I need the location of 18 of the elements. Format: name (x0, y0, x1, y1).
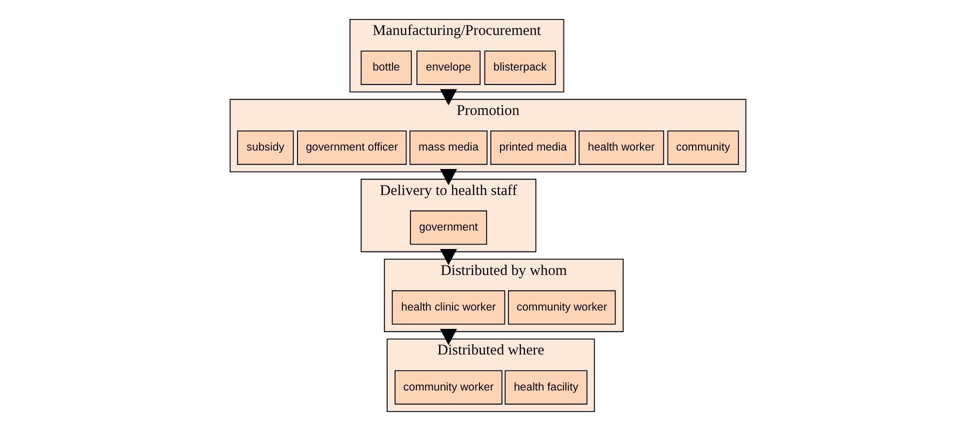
arrow (440, 328, 458, 346)
node-box: printed media (490, 130, 576, 165)
node-box: bottle (360, 50, 412, 85)
node-box: community worker (508, 290, 616, 325)
node-box: government officer (297, 130, 407, 165)
node-box: mass media (409, 130, 488, 165)
node-box: community worker (394, 370, 502, 405)
node-box: community (667, 130, 739, 165)
node-box: health clinic worker (392, 290, 506, 325)
node-box: blisterpack (484, 50, 556, 85)
arrow (440, 169, 458, 186)
arrow (440, 89, 458, 106)
node-box: government (410, 210, 488, 245)
node-box: health worker (578, 130, 664, 165)
node-box: subsidy (237, 130, 294, 165)
node-box: health facility (504, 370, 588, 405)
node-box: envelope (416, 50, 481, 85)
arrow (440, 248, 458, 266)
